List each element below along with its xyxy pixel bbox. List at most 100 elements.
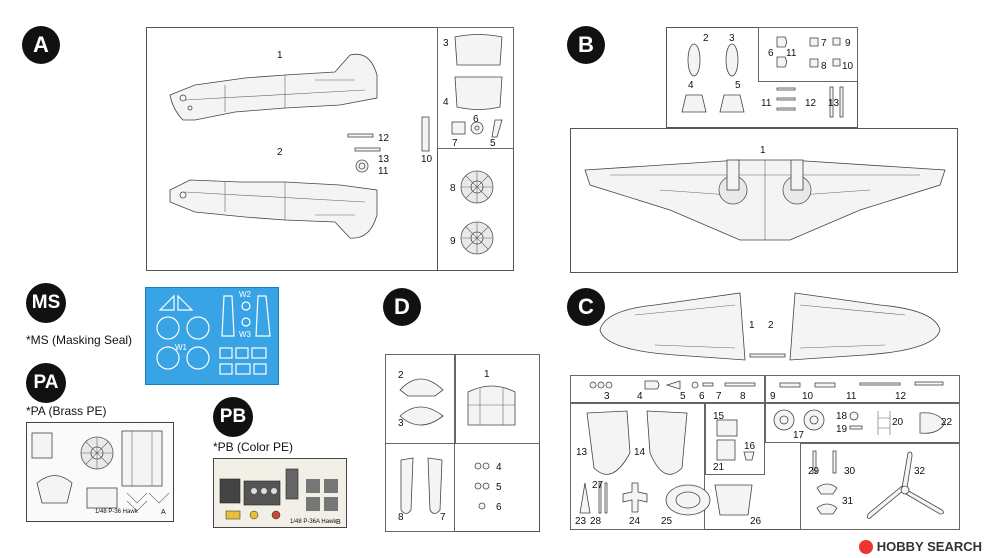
part-c15-label: 15 <box>713 411 725 422</box>
part-a10-label: 10 <box>421 154 433 165</box>
part-d8-label: 8 <box>398 512 404 523</box>
part-c5-label: 5 <box>680 391 686 402</box>
part-c14-label: 14 <box>634 447 646 458</box>
part-c27-label: 27 <box>592 480 604 491</box>
part-a1-label: 1 <box>277 50 283 61</box>
part-b8-label: 8 <box>821 61 827 72</box>
brass-pe-sheet: 1/48 P-36 Hawk A <box>26 422 174 522</box>
parts-b6-b10 <box>776 36 841 68</box>
part-a3-label: 3 <box>443 38 449 49</box>
mask-w1-label: W1 <box>175 343 187 352</box>
sprue-c-bottom-right <box>800 443 960 530</box>
part-c30-label: 30 <box>844 466 856 477</box>
part-b2-label: 2 <box>703 33 709 44</box>
part-c32-label: 32 <box>914 466 926 477</box>
clear-parts-d7-d8 <box>400 457 443 514</box>
part-a7-label: 7 <box>452 138 458 149</box>
sprue-c-badge: C <box>567 288 605 326</box>
part-c26-label: 26 <box>750 516 762 527</box>
part-c8-label: 8 <box>740 391 746 402</box>
sprue-d-cell-bl <box>385 443 455 532</box>
part-c1-label: 1 <box>749 320 755 331</box>
color-pe-parts <box>219 468 338 520</box>
part-c10-label: 10 <box>802 391 814 402</box>
part-c17-label: 17 <box>793 430 805 441</box>
part-b6-label: 6 <box>768 48 774 59</box>
mask-shapes <box>156 294 271 375</box>
part-d7-label: 7 <box>440 512 446 523</box>
parts-c25-c26 <box>665 484 753 516</box>
parts-a5-a6-a7 <box>451 119 503 138</box>
part-b7-label: 7 <box>821 38 827 49</box>
parts-b11-b13 <box>776 86 844 118</box>
part-b12-label: 12 <box>805 98 817 109</box>
part-a2-label: 2 <box>277 147 283 158</box>
wheels-c17 <box>773 409 825 431</box>
ms-badge: MS <box>26 283 66 323</box>
part-c11-label: 11 <box>846 391 857 402</box>
sprue-c-mid-center <box>705 403 765 475</box>
part-c25-label: 25 <box>661 516 673 527</box>
parts-a3-a4 <box>454 34 503 110</box>
part-a11-label: 11 <box>378 166 389 177</box>
part-c4-label: 4 <box>637 391 643 402</box>
sprue-c-row1-right <box>765 375 960 403</box>
part-a10 <box>421 116 430 152</box>
part-c22-label: 22 <box>941 417 953 428</box>
part-c6-label: 6 <box>699 391 705 402</box>
part-d6-label: 6 <box>496 502 502 513</box>
ms-caption: *MS (Masking Seal) <box>26 333 133 347</box>
part-b9-label: 9 <box>845 38 851 49</box>
canopy-part-d1 <box>467 385 516 426</box>
part-b11a-label: 11 <box>786 48 797 59</box>
part-a4-label: 4 <box>443 97 449 108</box>
sprue-c-mid-left <box>570 403 705 530</box>
part-a13-label: 13 <box>378 154 390 165</box>
clear-parts-d4-d6 <box>474 462 490 510</box>
part-b10-label: 10 <box>842 61 854 72</box>
part-c29-label: 29 <box>808 466 820 477</box>
pb-plate-text: 1/48 P-36A Hawk <box>290 519 337 525</box>
watermark-text: HOBBY SEARCH <box>876 539 982 554</box>
part-b1-label: 1 <box>760 145 766 156</box>
part-b3-label: 3 <box>729 33 735 44</box>
parts-b2-b5 <box>681 43 745 113</box>
part-c24 <box>622 482 648 513</box>
part-d5-label: 5 <box>496 482 502 493</box>
part-a12-label: 12 <box>378 133 390 144</box>
propeller-c32 <box>866 451 944 519</box>
fuselage-half-2 <box>169 179 378 239</box>
sprue-b-badge: B <box>567 26 605 64</box>
part-b5-label: 5 <box>735 80 741 91</box>
part-a5-label: 5 <box>490 138 496 149</box>
part-a9-label: 9 <box>450 236 456 247</box>
pa-plate-letter: A <box>161 509 166 516</box>
part-a8-label: 8 <box>450 183 456 194</box>
small-parts-c9-c12 <box>779 381 944 388</box>
pa-badge: PA <box>26 363 66 403</box>
masking-seal-sheet: W1 W2 W3 <box>145 287 279 385</box>
part-c28-label: 28 <box>590 516 602 527</box>
part-d4-label: 4 <box>496 462 502 473</box>
part-a12-a13-a11 <box>347 133 381 173</box>
part-d2-label: 2 <box>398 370 404 381</box>
part-c2-label: 2 <box>768 320 774 331</box>
sprue-a-badge: A <box>22 26 60 64</box>
sprue-a-cell-top <box>437 27 514 149</box>
sprue-d-badge: D <box>383 288 421 326</box>
parts-c18-c20-c22 <box>849 411 946 435</box>
part-c21-label: 21 <box>713 462 725 473</box>
mask-w2-label: W2 <box>239 290 251 299</box>
canopy-parts-d2-d3 <box>399 378 444 426</box>
sprue-b-small-cell <box>758 27 858 82</box>
pa-plate-text: 1/48 P-36 Hawk <box>95 509 138 515</box>
part-c16-label: 16 <box>744 441 756 452</box>
sprue-c-mid-right <box>765 403 960 443</box>
wheel-wells-c13-c14 <box>586 410 688 475</box>
hobby-search-watermark: HOBBY SEARCH <box>858 539 982 554</box>
pb-plate-letter: B <box>336 519 341 526</box>
lower-wing-b1 <box>584 159 946 241</box>
pa-caption: *PA (Brass PE) <box>26 404 107 418</box>
part-b4-label: 4 <box>688 80 694 91</box>
hobby-search-logo-icon <box>858 539 873 554</box>
